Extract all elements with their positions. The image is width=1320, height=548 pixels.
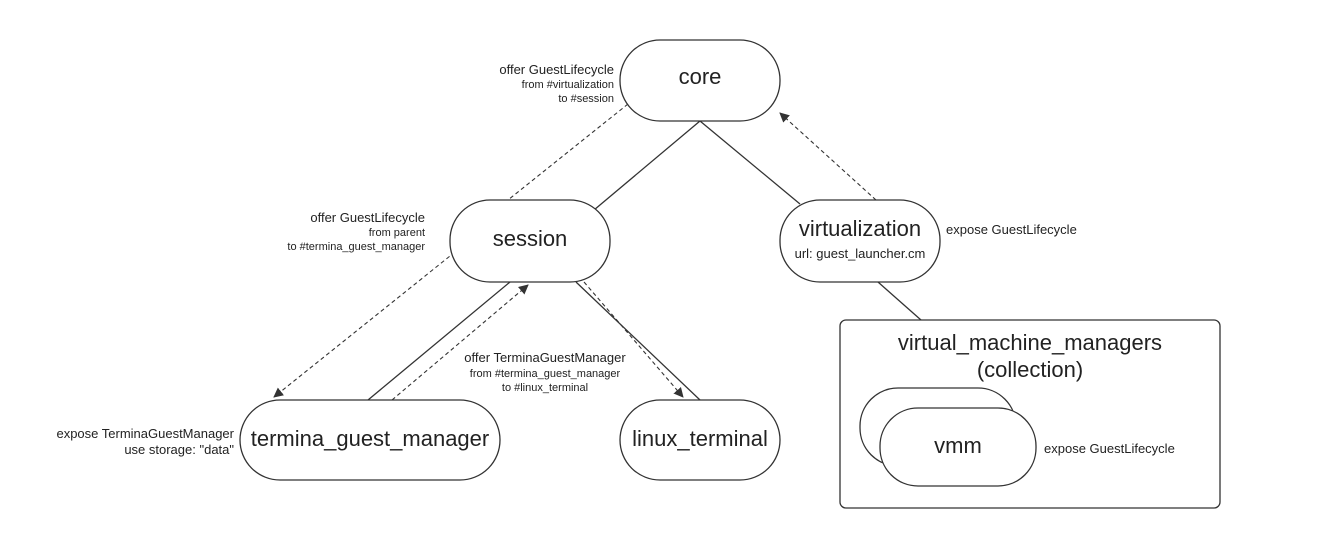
annotation-tgm-expose-line2: use storage: "data" [124, 442, 234, 457]
collection-label-line2: (collection) [977, 357, 1083, 382]
dashed-arrow-virtualization-to-core [779, 112, 877, 201]
collection-label-line1: virtual_machine_managers [898, 330, 1162, 355]
annotation-vmm-expose: expose GuestLifecycle [1044, 441, 1175, 456]
annotation-core-offer-line3: to #session [558, 93, 614, 105]
annotation-tgm-offer-line2: from #termina_guest_manager [470, 368, 621, 380]
node-core[interactable]: core [619, 39, 781, 122]
node-virtualization[interactable]: virtualization url: guest_launcher.cm [779, 199, 941, 283]
node-session-label: session [493, 226, 568, 251]
annotation-session-offer-line1: offer GuestLifecycle [310, 210, 425, 225]
dashed-line-core-to-session [507, 103, 629, 201]
annotation-tgm-offer: offer TerminaGuestManager from #termina_… [464, 350, 626, 394]
node-virtualization-url: url: guest_launcher.cm [795, 246, 926, 261]
annotation-session-offer: offer GuestLifecycle from parent to #ter… [287, 210, 425, 253]
annotation-tgm-expose-line1: expose TerminaGuestManager [56, 426, 234, 441]
annotation-session-offer-line2: from parent [369, 227, 425, 239]
node-core-label: core [679, 64, 722, 89]
edge-session-tgm [367, 281, 511, 401]
annotation-core-offer-line2: from #virtualization [522, 79, 614, 91]
edge-session-linux-terminal [575, 281, 701, 401]
annotation-session-offer-line3: to #termina_guest_manager [287, 241, 425, 253]
node-linux-terminal-label: linux_terminal [632, 426, 768, 451]
edge-core-session [593, 120, 701, 211]
edge-virtualization-collection [877, 281, 922, 321]
annotation-core-offer-line1: offer GuestLifecycle [499, 62, 614, 77]
annotation-virtualization-expose: expose GuestLifecycle [946, 222, 1077, 237]
dashed-arrow-tgm-to-session [391, 284, 529, 401]
node-session[interactable]: session [449, 199, 611, 283]
annotation-tgm-expose: expose TerminaGuestManager use storage: … [56, 426, 234, 457]
node-termina-guest-manager-label: termina_guest_manager [251, 426, 489, 451]
node-vmm[interactable]: vmm [879, 407, 1037, 487]
annotation-tgm-offer-line3: to #linux_terminal [502, 382, 588, 394]
node-vmm-label: vmm [934, 433, 982, 458]
node-virtualization-label: virtualization [799, 216, 921, 241]
node-termina-guest-manager[interactable]: termina_guest_manager [239, 399, 501, 481]
dashed-arrow-session-to-linux-terminal [583, 281, 684, 398]
annotation-tgm-offer-line1: offer TerminaGuestManager [464, 350, 626, 365]
annotation-core-offer: offer GuestLifecycle from #virtualizatio… [499, 62, 614, 105]
dashed-arrow-session-to-tgm [273, 251, 456, 398]
edge-core-virtualization [699, 120, 801, 205]
node-linux-terminal[interactable]: linux_terminal [619, 399, 781, 481]
